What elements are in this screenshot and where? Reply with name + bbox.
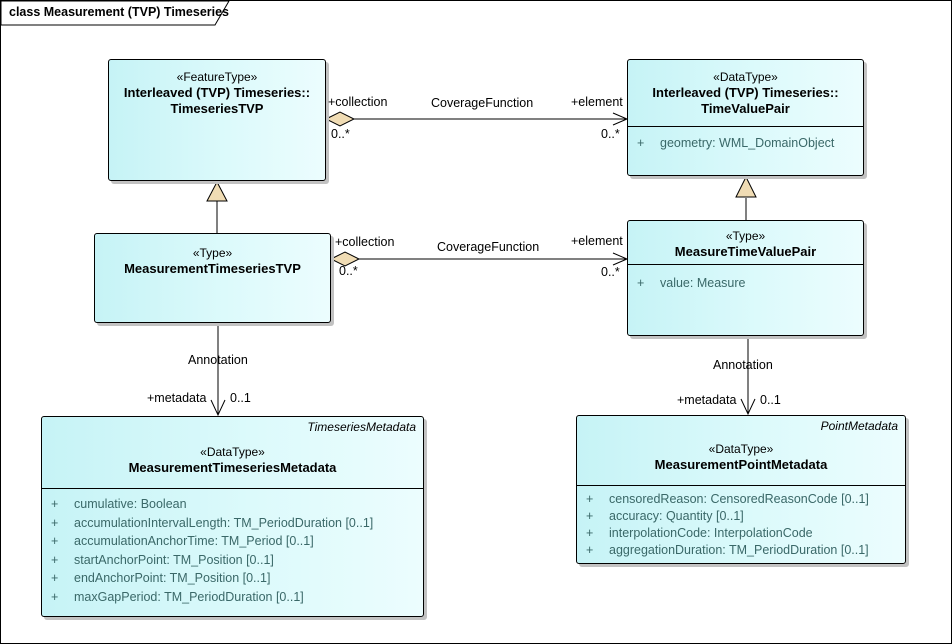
class-name: TimeseriesTVP xyxy=(170,101,264,116)
connector-coverage-function-middle[interactable] xyxy=(329,251,629,267)
attribute-row: + maxGapPeriod: TM_PeriodDuration [0..1] xyxy=(51,589,304,604)
association-name-label: CoverageFunction xyxy=(437,240,540,254)
attribute-row: + value: Measure xyxy=(637,276,746,290)
target-role-label: +element xyxy=(571,234,623,248)
open-arrowhead-icon xyxy=(210,399,226,417)
class-name: TimeValuePair xyxy=(701,101,790,116)
attribute-row: + aggregationDuration: TM_PeriodDuration… xyxy=(586,543,869,557)
attribute-row: + startAnchorPoint: TM_Position [0..1] xyxy=(51,552,274,567)
class-measurement-point-metadata[interactable]: PointMetadata «DataType» MeasurementPoin… xyxy=(576,415,906,564)
stereotype-label: «DataType» xyxy=(200,445,265,459)
class-measure-time-value-pair[interactable]: «Type» MeasureTimeValuePair + value: Mea… xyxy=(627,220,864,336)
diagram-frame-title: class Measurement (TVP) Timeseries xyxy=(9,5,230,19)
attribute-row: + endAnchorPoint: TM_Position [0..1] xyxy=(51,571,271,585)
target-role-label: +element xyxy=(571,95,623,109)
aggregation-diamond-icon xyxy=(324,111,356,127)
connector-annotation-right[interactable] xyxy=(740,336,756,416)
source-multiplicity-label: 0..* xyxy=(339,264,358,278)
frame-title-tab xyxy=(1,1,230,26)
dependency-name-label: Annotation xyxy=(188,353,248,367)
target-multiplicity-label: 0..1 xyxy=(760,393,781,407)
attribute-row: + cumulative: Boolean xyxy=(51,497,187,511)
source-role-label: +collection xyxy=(335,235,395,249)
open-arrowhead-icon xyxy=(740,398,756,416)
parent-class-label: TimeseriesMetadata xyxy=(307,420,416,434)
class-measurement-timeseries-metadata[interactable]: TimeseriesMetadata «DataType» Measuremen… xyxy=(41,416,424,617)
generalization-triangle-icon xyxy=(206,180,228,202)
class-name: Interleaved (TVP) Timeseries:: xyxy=(652,85,839,100)
stereotype-label: «DataType» xyxy=(713,70,778,84)
connector-annotation-left[interactable] xyxy=(210,323,226,417)
attribute-row: + accumulationAnchorTime: TM_Period [0..… xyxy=(51,534,314,548)
attribute-row: + geometry: WML_DomainObject xyxy=(637,136,835,150)
stereotype-label: «FeatureType» xyxy=(176,70,258,84)
aggregation-diamond-icon xyxy=(329,251,361,267)
target-multiplicity-label: 0..* xyxy=(601,127,620,141)
attribute-row: + censoredReason: CensoredReasonCode [0.… xyxy=(586,492,869,506)
class-timeseries-tvp[interactable]: «FeatureType» Interleaved (TVP) Timeseri… xyxy=(108,59,326,181)
class-measurement-timeseries-tvp[interactable]: «Type» MeasurementTimeseriesTVP xyxy=(94,233,331,323)
class-name: MeasurementTimeseriesTVP xyxy=(124,261,301,276)
target-role-label: +metadata xyxy=(677,393,737,407)
source-role-label: +collection xyxy=(328,95,388,109)
class-name: MeasureTimeValuePair xyxy=(674,244,817,259)
stereotype-label: «DataType» xyxy=(708,442,774,456)
stereotype-label: «Type» xyxy=(725,229,766,243)
attribute-row: + accuracy: Quantity [0..1] xyxy=(586,509,744,523)
connector-coverage-function-top[interactable] xyxy=(324,111,629,127)
association-name-label: CoverageFunction xyxy=(431,96,534,110)
stereotype-label: «Type» xyxy=(192,246,233,260)
connector-generalization-right[interactable] xyxy=(735,175,757,220)
target-multiplicity-label: 0..1 xyxy=(230,391,251,405)
class-name: MeasurementTimeseriesMetadata xyxy=(128,460,337,475)
attribute-row: + accumulationIntervalLength: TM_PeriodD… xyxy=(51,515,374,530)
parent-class-label: PointMetadata xyxy=(820,419,898,433)
target-multiplicity-label: 0..* xyxy=(601,265,620,279)
class-time-value-pair[interactable]: «DataType» Interleaved (TVP) Timeseries:… xyxy=(627,59,864,176)
connector-generalization-left[interactable] xyxy=(206,180,228,233)
class-name: MeasurementPointMetadata xyxy=(654,457,828,472)
source-multiplicity-label: 0..* xyxy=(331,127,350,141)
class-name: Interleaved (TVP) Timeseries:: xyxy=(123,85,311,100)
generalization-triangle-icon xyxy=(735,175,757,198)
dependency-name-label: Annotation xyxy=(713,358,773,372)
target-role-label: +metadata xyxy=(147,391,207,405)
attribute-row: + interpolationCode: InterpolationCode xyxy=(586,526,813,540)
